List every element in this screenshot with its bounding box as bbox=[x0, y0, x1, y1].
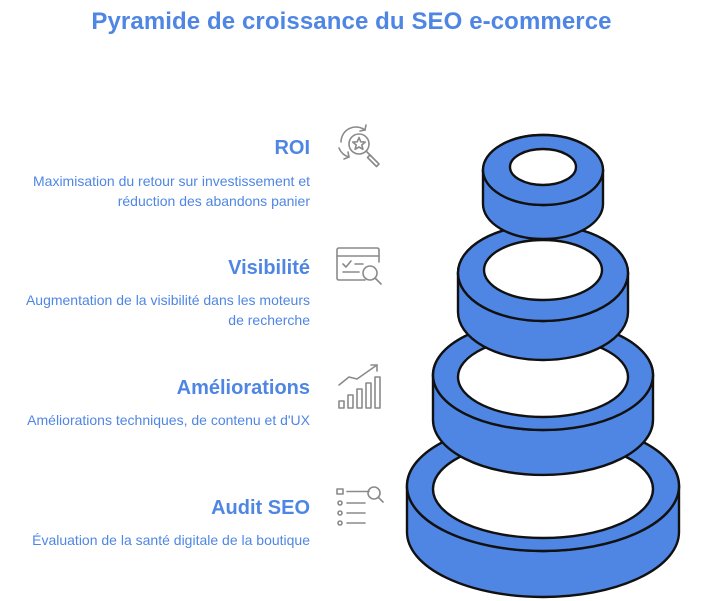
level-visibilite-title: Visibilité bbox=[228, 257, 310, 279]
growth-chart-icon bbox=[335, 363, 385, 411]
page-title: Pyramide de croissance du SEO e-commerce bbox=[91, 8, 612, 35]
level-ameliorations-description: Améliorations techniques, de contenu et … bbox=[27, 412, 310, 428]
level-roi-title: ROI bbox=[274, 137, 310, 159]
ring-visibilite bbox=[456, 223, 630, 362]
browser-search-icon bbox=[335, 244, 385, 292]
level-ameliorations-title: Améliorations bbox=[176, 377, 310, 399]
level-visibilite-description: Augmentation de la visibilité dans les m… bbox=[25, 292, 310, 328]
star-search-refresh-icon bbox=[335, 124, 385, 172]
level-roi-description: Maximisation du retour sur investissemen… bbox=[33, 173, 310, 209]
pyramid-rings-diagram bbox=[400, 130, 703, 601]
level-audit-seo-title: Audit SEO bbox=[211, 497, 310, 519]
checklist-search-icon bbox=[335, 484, 385, 532]
ring-roi bbox=[481, 133, 605, 241]
level-audit-seo-description: Évaluation de la santé digitale de la bo… bbox=[32, 532, 310, 548]
